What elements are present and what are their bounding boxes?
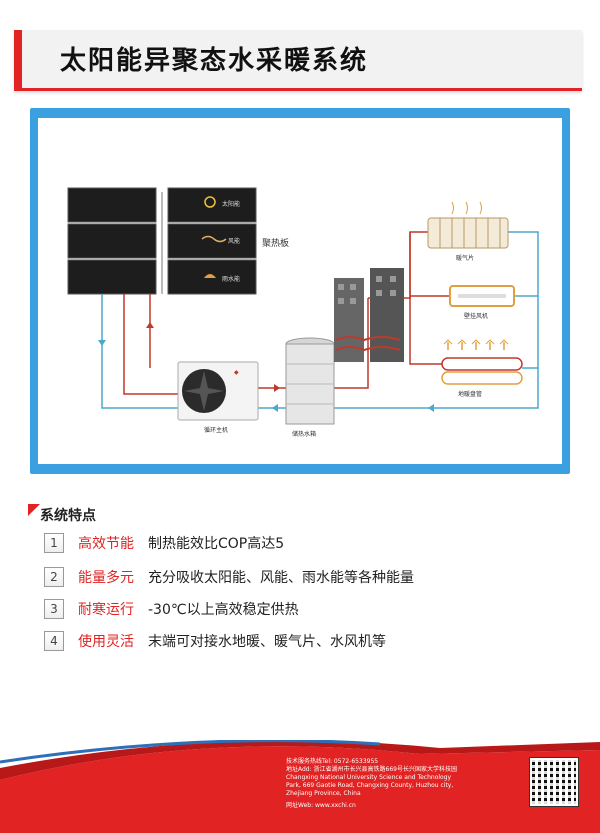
title-accent xyxy=(14,30,22,88)
flow-arrow xyxy=(98,340,106,346)
host-logo: ◆ xyxy=(234,369,239,376)
feature-title: 使用灵活 xyxy=(78,634,134,650)
floor-heating-coil xyxy=(441,339,523,385)
panel-label: 聚热板 xyxy=(262,237,289,249)
radiator xyxy=(427,201,509,249)
footer-wave xyxy=(0,740,600,833)
wind-icon xyxy=(201,235,227,243)
solar-panel-array: 太阳能 风能 雨水能 xyxy=(67,187,257,295)
solar-panel xyxy=(67,223,157,259)
feature-title: 能量多元 xyxy=(78,570,134,586)
diagram-frame: 太阳能 风能 雨水能 聚热板 xyxy=(30,108,570,474)
features-marker-icon xyxy=(28,504,40,516)
solar-panel xyxy=(67,187,157,223)
page-title: 太阳能异聚态水采暖系统 xyxy=(60,46,369,76)
fan-coil-label: 壁挂风机 xyxy=(464,312,488,320)
title-bar: 太阳能异聚态水采暖系统 xyxy=(14,30,582,91)
footer-address-en: Park, 669 Gaotie Road, Changxing County,… xyxy=(286,782,454,789)
flow-arrow xyxy=(146,322,154,328)
storage-tank xyxy=(285,337,335,425)
footer-address-en: Changxing National University Science an… xyxy=(286,774,452,781)
rain-icon xyxy=(204,274,216,278)
flow-arrow xyxy=(274,384,280,392)
feature-number: 3 xyxy=(44,599,64,619)
feature-item: 2 能量多元 充分吸收太阳能、风能、雨水能等各种能量 xyxy=(44,566,414,588)
flow-arrow xyxy=(428,404,434,412)
source-label-rain: 雨水能 xyxy=(222,275,240,283)
buildings xyxy=(334,268,404,362)
floor-label: 地暖盘管 xyxy=(458,390,482,398)
fan-coil-unit xyxy=(449,285,515,307)
sun-icon xyxy=(204,196,216,208)
feature-desc: 充分吸收太阳能、风能、雨水能等各种能量 xyxy=(148,570,414,586)
footer-address-cn: 地址Add: 浙江省湖州市长兴县高铁路669号长兴国家大学科技园 xyxy=(286,766,457,773)
flow-arrow xyxy=(272,404,278,412)
footer-address-en: Zhejiang Province, China xyxy=(286,790,361,797)
feature-item: 1 高效节能 制热能效比COP高达5 xyxy=(44,532,284,554)
tank-label: 储热水箱 xyxy=(292,430,316,438)
footer-banner xyxy=(0,740,600,833)
solar-panel xyxy=(167,223,257,259)
feature-number: 2 xyxy=(44,567,64,587)
feature-number: 4 xyxy=(44,631,64,651)
system-diagram: 太阳能 风能 雨水能 聚热板 xyxy=(38,118,562,464)
footer-hotline: 技术服务热线Tel: 0572-6533955 xyxy=(286,758,379,765)
feature-item: 4 使用灵活 末端可对接水地暖、暖气片、水风机等 xyxy=(44,630,386,652)
feature-number: 1 xyxy=(44,533,64,553)
feature-desc: 末端可对接水地暖、暖气片、水风机等 xyxy=(148,634,386,650)
circulation-host-unit: ◆ xyxy=(177,361,259,421)
features-heading: 系统特点 xyxy=(40,508,96,524)
host-label: 循环主机 xyxy=(204,426,228,434)
feature-item: 3 耐寒运行 -30℃以上高效稳定供热 xyxy=(44,598,299,620)
feature-desc: 制热能效比COP高达5 xyxy=(148,536,285,552)
footer-website: 网址Web: www.xxchi.cn xyxy=(286,802,356,809)
qr-code xyxy=(530,758,578,806)
system-diagram-svg: 太阳能 风能 雨水能 聚热板 xyxy=(67,187,539,438)
solar-panel xyxy=(67,259,157,295)
feature-title: 耐寒运行 xyxy=(78,602,134,618)
feature-title: 高效节能 xyxy=(78,536,134,552)
feature-desc: -30℃以上高效稳定供热 xyxy=(148,602,299,618)
source-label-solar: 太阳能 xyxy=(222,200,240,208)
solar-panel xyxy=(167,187,257,223)
radiator-label: 暖气片 xyxy=(456,254,474,262)
source-label-wind: 风能 xyxy=(228,237,240,245)
